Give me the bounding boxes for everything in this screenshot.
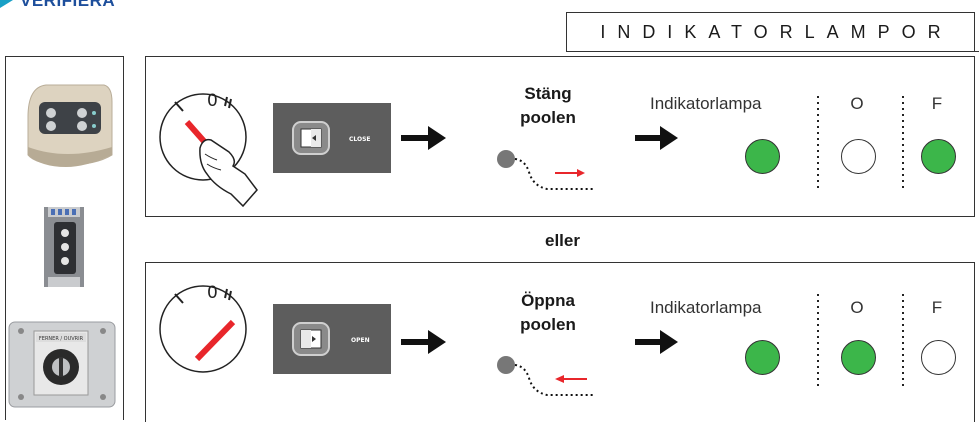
indicator-lamp-on (745, 139, 780, 174)
open-row-graphics: 0 OPEN (159, 283, 904, 396)
lamp-f-off (921, 340, 956, 375)
device-images: FERNER / OUVRIR (8, 84, 116, 408)
lamp-o-off (841, 139, 876, 174)
section-title-box: INDIKATORLAMPOR (566, 12, 975, 52)
close-row-graphics: 0 CLOSE (159, 91, 904, 208)
column-f-label: F (931, 298, 943, 317)
key-switch-image: FERNER / OUVRIR (8, 321, 116, 408)
or-separator: eller (545, 231, 580, 250)
lamp-o-on (841, 340, 876, 375)
open-button-image (273, 304, 391, 374)
svg-text:0: 0 (207, 283, 218, 303)
svg-text:0: 0 (207, 91, 218, 111)
dial-hand-icon: 0 (159, 91, 258, 208)
indicator-lamp-on (745, 340, 780, 375)
cover-motion-icon (497, 356, 595, 396)
action-line: Öppna (521, 291, 575, 310)
wall-control-panel-image (27, 84, 113, 167)
brand-triangle-icon (0, 0, 13, 8)
arrow-right-icon (635, 126, 678, 150)
indicator-label: Indikatorlampa (650, 298, 762, 317)
column-o-label: O (850, 94, 864, 113)
arrow-right-icon (635, 330, 678, 354)
close-button-label: CLOSE (349, 136, 371, 143)
indicator-label: Indikatorlampa (650, 94, 762, 113)
lamp-f-on (921, 139, 956, 174)
arrow-right-icon (401, 126, 446, 150)
brand-title: VERIFIERA (0, 0, 115, 11)
key-switch-plate-text: FERNER / OUVRIR (39, 336, 84, 342)
section-title: INDIKATORLAMPOR (600, 22, 953, 42)
din-rail-module-image (44, 207, 84, 287)
close-action-text: Stäng poolen (493, 82, 603, 130)
title-underline (566, 51, 979, 52)
action-line: poolen (520, 315, 576, 334)
arrow-right-icon (401, 330, 446, 354)
close-button-image (273, 103, 391, 173)
dial-icon: 0 (159, 283, 247, 373)
device-sidebar: FERNER / OUVRIR (5, 56, 124, 420)
cover-motion-icon (497, 150, 595, 190)
action-line: poolen (520, 108, 576, 127)
brand-name: VERIFIERA (20, 0, 116, 10)
column-f-label: F (931, 94, 943, 113)
open-button-label: OPEN (351, 337, 370, 344)
action-line: Stäng (524, 84, 572, 103)
column-o-label: O (850, 298, 864, 317)
open-action-text: Öppna poolen (493, 289, 603, 337)
